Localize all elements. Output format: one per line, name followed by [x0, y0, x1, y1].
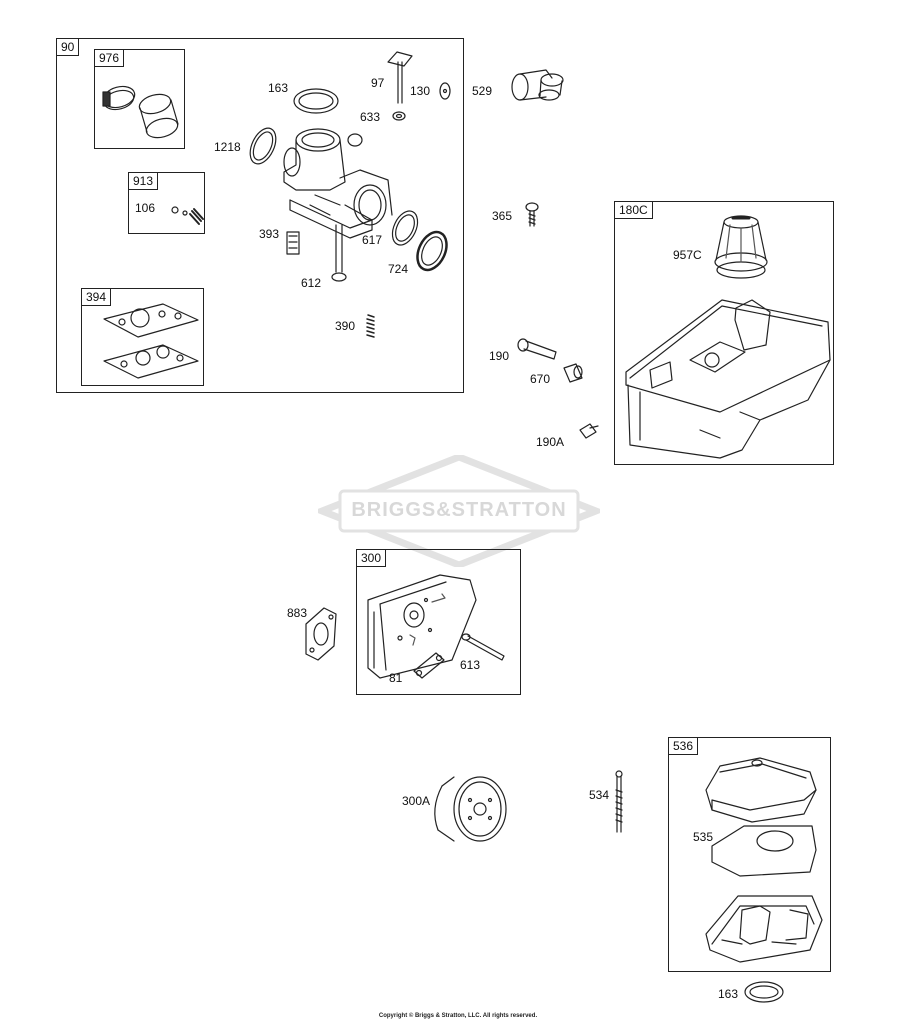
label-130: 130 — [410, 84, 431, 98]
part-393-filter — [286, 231, 300, 255]
box-300: 300 — [356, 549, 521, 695]
part-365-screw — [525, 202, 539, 227]
label-535: 535 — [693, 830, 714, 844]
part-976-sleeve — [138, 93, 179, 139]
box-536: 536 — [668, 737, 831, 972]
part-536-cover — [705, 757, 817, 823]
box-90: 90 — [56, 38, 464, 393]
part-529-elbow — [511, 69, 564, 101]
label-883: 883 — [287, 606, 308, 620]
label-613: 613 — [460, 658, 481, 672]
label-300a: 300A — [402, 794, 431, 808]
box-913-tag: 913 — [128, 172, 159, 190]
box-300-tag: 300 — [356, 549, 387, 567]
box-180c: 180C — [614, 201, 834, 465]
label-612: 612 — [301, 276, 322, 290]
part-300a-muffler — [434, 776, 507, 842]
watermark-logo — [318, 455, 600, 567]
box-90-tag: 90 — [56, 38, 80, 56]
label-97: 97 — [371, 76, 385, 90]
part-180c-base — [625, 299, 831, 459]
label-190: 190 — [489, 349, 510, 363]
label-633: 633 — [360, 110, 381, 124]
part-633-seal — [392, 111, 406, 121]
part-957c-precleaner — [714, 215, 768, 279]
part-81-bracket — [413, 652, 445, 679]
label-1218: 1218 — [214, 140, 241, 154]
label-163: 163 — [268, 81, 289, 95]
part-106-jet — [171, 206, 204, 225]
box-180c-tag: 180C — [614, 201, 653, 219]
part-883-gasket — [305, 607, 337, 661]
part-carburetor-body — [283, 128, 393, 239]
part-535-filter — [711, 825, 817, 877]
part-394-gasket-bottom — [103, 344, 199, 379]
part-612-bolt — [331, 224, 347, 282]
box-394: 394 — [81, 288, 204, 386]
label-390: 390 — [335, 319, 356, 333]
label-81: 81 — [389, 671, 403, 685]
label-670: 670 — [530, 372, 551, 386]
label-393: 393 — [259, 227, 280, 241]
part-394-gasket-top — [103, 303, 199, 338]
part-724-ring — [416, 230, 448, 272]
part-163-oring-bottom — [744, 981, 784, 1003]
label-534: 534 — [589, 788, 610, 802]
part-390-spring — [366, 314, 375, 338]
watermark-text: BRIGGS&STRATTON — [351, 499, 567, 521]
box-913: 913 — [128, 172, 205, 234]
box-976-tag: 976 — [94, 49, 125, 67]
part-670-spacer — [563, 363, 583, 383]
label-724: 724 — [388, 262, 409, 276]
label-617: 617 — [362, 233, 383, 247]
part-97-choke-shaft — [387, 51, 413, 104]
part-536-base — [705, 895, 823, 963]
label-190a: 190A — [536, 435, 565, 449]
part-130-plate — [439, 82, 451, 100]
copyright-text: Copyright © Briggs & Stratton, LLC. All … — [378, 1013, 538, 1019]
part-190a-screw — [579, 423, 599, 439]
label-365: 365 — [492, 209, 513, 223]
part-617-gasket — [391, 210, 419, 246]
box-536-tag: 536 — [668, 737, 699, 755]
part-1218-gasket — [249, 127, 277, 165]
box-394-tag: 394 — [81, 288, 112, 306]
box-976: 976 — [94, 49, 185, 149]
part-613-bolt — [461, 633, 505, 661]
label-529: 529 — [472, 84, 493, 98]
part-190-bolt — [517, 338, 557, 360]
part-534-screw — [615, 770, 623, 833]
label-957c: 957C — [673, 248, 702, 262]
part-163-oring — [293, 88, 339, 114]
label-163-bottom: 163 — [718, 987, 739, 1001]
label-106: 106 — [135, 201, 156, 215]
part-976-clamp — [102, 85, 136, 111]
part-300-muffler — [367, 574, 477, 679]
